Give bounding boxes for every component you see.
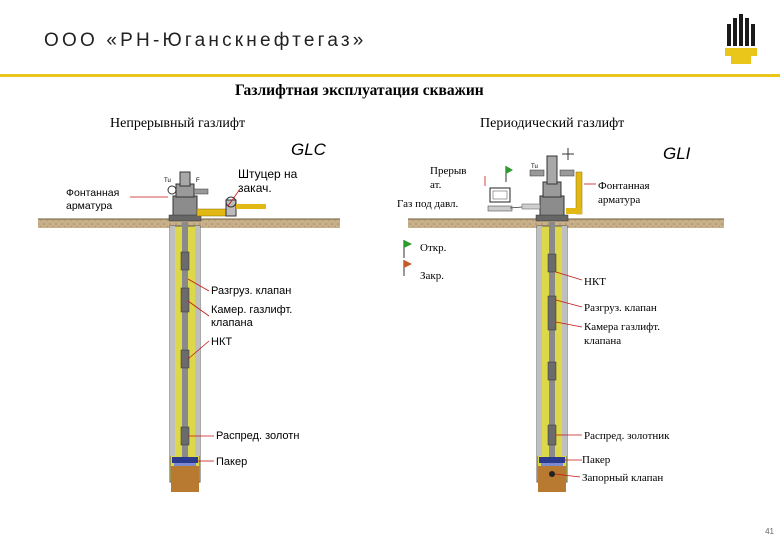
interrupter-label: Прерыв ат. bbox=[430, 165, 467, 191]
open-flag-icon bbox=[403, 240, 412, 258]
open-label: Откр. bbox=[420, 242, 447, 254]
right-ground bbox=[408, 219, 724, 228]
svg-text:Tu: Tu bbox=[164, 178, 171, 184]
right-mandrel bbox=[547, 361, 557, 381]
right-packer-label: Пакер bbox=[582, 454, 611, 466]
right-sliding-sleeve bbox=[547, 424, 557, 446]
interrupter-controller bbox=[484, 176, 523, 212]
svg-text:Tu: Tu bbox=[531, 164, 538, 170]
left-ground bbox=[38, 219, 340, 228]
left-wellhead: Tu F bbox=[164, 171, 209, 222]
right-gas-lift-valve bbox=[547, 295, 557, 331]
left-tubing bbox=[182, 222, 188, 460]
company-name: ООО «РН-Юганскнефтегаз» bbox=[44, 30, 367, 51]
left-unloading-valve bbox=[180, 251, 190, 271]
left-perforation-zone bbox=[171, 466, 199, 492]
page-number: 41 bbox=[765, 527, 774, 536]
left-mandrel bbox=[180, 349, 190, 369]
right-tubing bbox=[549, 222, 555, 470]
right-unloading-valve bbox=[547, 253, 557, 273]
left-tubing-label: НКТ bbox=[211, 336, 233, 348]
standing-valve-label: Запорный клапан bbox=[582, 472, 664, 484]
right-sliding-sleeve-label: Распред. золотник bbox=[584, 430, 670, 442]
left-wellhead-label: Фонтанная арматура bbox=[66, 187, 120, 212]
periodic-heading: Периодический газлифт bbox=[480, 116, 625, 131]
left-sliding-sleeve-label: Распред. золотн bbox=[216, 430, 300, 442]
left-unloading-valve-label: Разгруз. клапан bbox=[211, 285, 292, 297]
periodic-tag: GLI bbox=[663, 144, 691, 163]
right-wellhead-label: Фонтанная арматура bbox=[598, 180, 650, 206]
right-leader-lines bbox=[554, 183, 596, 478]
continuous-heading: Непрерывный газлифт bbox=[110, 116, 246, 131]
closed-flag-icon bbox=[403, 260, 412, 276]
left-well: Tu F bbox=[38, 171, 340, 492]
left-injection-line bbox=[196, 196, 266, 217]
right-unloading-valve-label: Разгруз. клапан bbox=[584, 302, 657, 314]
right-tubing-label: НКТ bbox=[584, 276, 606, 288]
hp-gas-label: Газ под давл. bbox=[397, 198, 459, 210]
left-sliding-sleeve bbox=[180, 426, 190, 446]
right-chamber-label: Камера газлифт. клапана bbox=[584, 321, 661, 347]
company-logo bbox=[725, 14, 757, 64]
header-rule bbox=[0, 74, 780, 77]
slide-title: Газлифтная эксплуатация скважин bbox=[235, 82, 484, 99]
right-packer bbox=[539, 457, 565, 466]
right-perforation-zone bbox=[538, 466, 566, 492]
interrupter-flag bbox=[505, 166, 513, 182]
left-gas-lift-valve bbox=[180, 287, 190, 313]
closed-label: Закр. bbox=[420, 270, 444, 282]
left-packer-label: Пакер bbox=[216, 456, 248, 468]
left-chamber-label: Камер. газлифт. клапана bbox=[211, 304, 293, 329]
right-wellhead: Tu bbox=[529, 148, 575, 222]
continuous-tag: GLC bbox=[291, 140, 326, 159]
left-leader-lines bbox=[130, 188, 241, 462]
left-choke-label: Штуцер на закач. bbox=[238, 167, 298, 195]
right-well: Tu bbox=[403, 148, 724, 492]
right-injection-line bbox=[521, 171, 583, 215]
left-packer bbox=[172, 457, 198, 466]
right-standing-valve bbox=[549, 471, 555, 477]
svg-text:F: F bbox=[196, 178, 200, 184]
